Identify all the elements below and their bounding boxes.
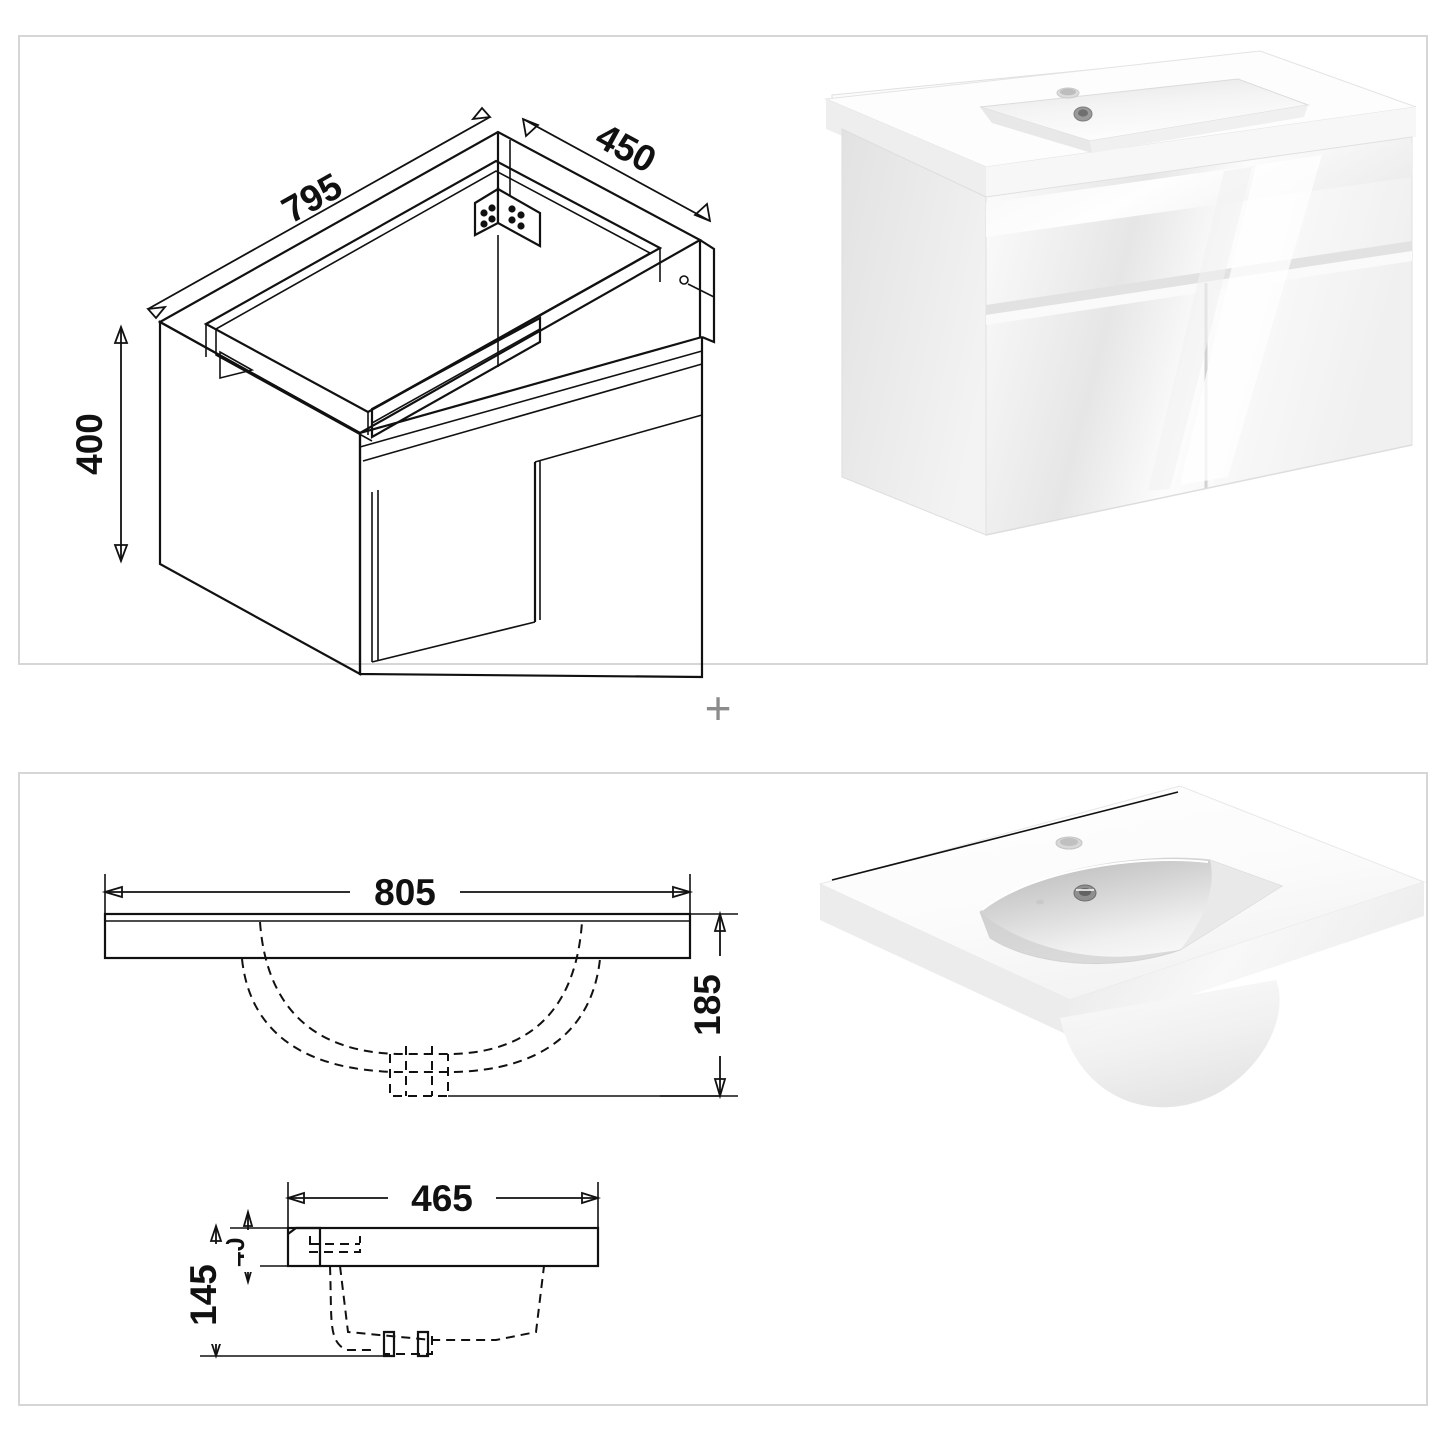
dimension-795: 795 [146, 106, 492, 320]
dimension-label-805: 805 [374, 872, 436, 913]
dimension-145: 145 [183, 1223, 238, 1359]
dimension-label-145: 145 [183, 1264, 224, 1326]
basin-side-section-drawing: 465 40 145 [183, 1176, 602, 1359]
dimension-label-185: 185 [687, 974, 728, 1036]
dimension-185: 185 [660, 910, 742, 1100]
corner-bracket-icon [473, 187, 542, 248]
vanity-cabinet-panel: 795 450 400 [18, 35, 1428, 679]
cabinet-panel-graphics: 795 450 400 [69, 50, 1417, 679]
basin-panel-graphics: 805 185 [101, 785, 1426, 1359]
basin-render [818, 785, 1426, 1108]
dimension-450: 450 [521, 115, 712, 223]
basin-front-elevation-drawing: 805 185 [101, 870, 742, 1100]
dimension-label-400: 400 [69, 413, 110, 475]
cabinet-technical-drawing: 795 450 400 [69, 106, 716, 679]
dimension-label-465: 465 [411, 1178, 473, 1219]
plus-separator-icon: + [704, 682, 732, 734]
dimension-label-450: 450 [589, 115, 663, 181]
dimension-805: 805 [101, 870, 694, 924]
dimension-465: 465 [284, 1176, 602, 1230]
ceramic-basin-panel: 805 185 [18, 772, 1428, 1406]
dimension-400: 400 [69, 324, 129, 564]
vanity-unit-render [824, 50, 1417, 545]
